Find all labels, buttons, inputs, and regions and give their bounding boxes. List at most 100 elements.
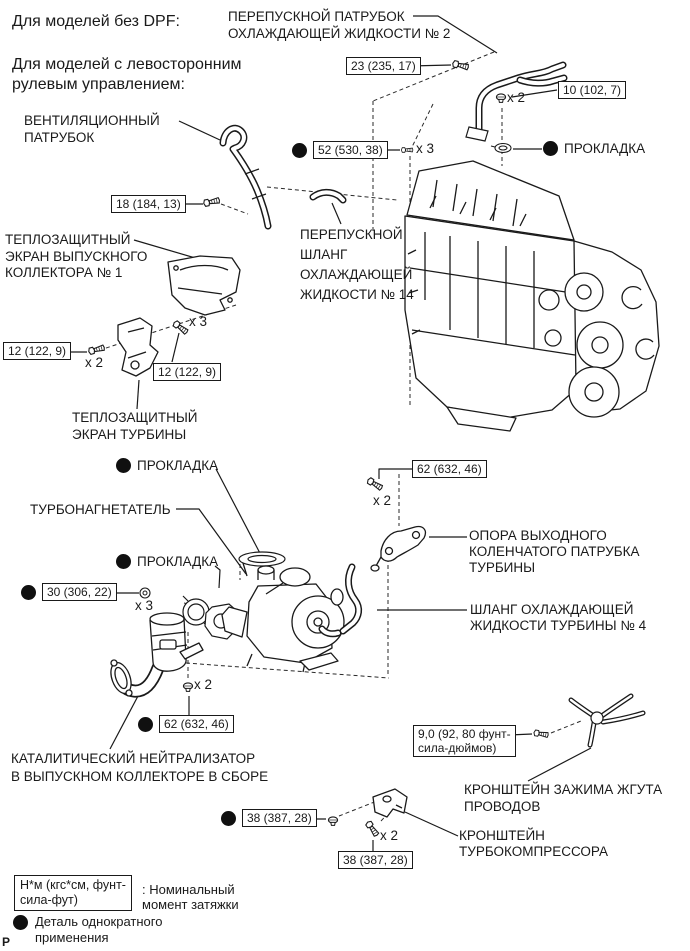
label-line: ТЕПЛОЗАЩИТНЫЙ <box>5 232 131 247</box>
torque-callout-62a: 62 (632, 46) <box>412 460 487 478</box>
label-line: ПЕРЕПУСКНОЙ <box>300 227 403 242</box>
label-line: КРОНШТЕЙН ЗАЖИМА ЖГУТА <box>464 782 663 797</box>
engine-drawing <box>404 160 660 432</box>
legend-single-use: Деталь однократного применения <box>13 914 162 945</box>
legend-line: Н*м (кгс*см, фунт- <box>20 878 126 892</box>
torque-callout-12b: 12 (122, 9) <box>153 363 222 381</box>
torque-line: сила-дюймов) <box>418 741 497 755</box>
torque-box-9: 9,0 (92, 80 фунт- сила-дюймов) <box>413 725 516 757</box>
torque-callout-30: 30 (306, 22) <box>21 583 117 601</box>
legend-line: сила-фут) <box>20 893 78 907</box>
single-use-dot-icon <box>116 554 131 569</box>
label-line: ТЕПЛОЗАЩИТНЫЙ <box>72 410 198 425</box>
torque-callout-38a: 38 (387, 28) <box>221 809 317 827</box>
harness-clamp-bracket-drawing <box>568 693 646 748</box>
torque-callout-12a: 12 (122, 9) <box>3 342 72 360</box>
label-line: ЭКРАН ВЫПУСКНОГО <box>5 248 148 264</box>
multiplier-x3: x 3 <box>189 314 208 329</box>
multiplier-x2: x 2 <box>507 90 526 105</box>
coolant-hose-4-drawing <box>318 563 363 638</box>
multiplier-x2: x 2 <box>380 828 399 843</box>
washer-icon <box>139 587 151 599</box>
bolt-icon <box>451 59 470 71</box>
page-mark: Р <box>2 935 11 949</box>
single-use-dot-icon <box>116 458 131 473</box>
bolt-icon <box>532 729 550 739</box>
nut-icon <box>182 682 194 692</box>
manifold-heat-shield-drawing <box>167 255 241 316</box>
legend-line: : Номинальный <box>142 882 235 897</box>
torque-box-23: 23 (235, 17) <box>346 57 421 75</box>
single-use-dot-icon <box>138 716 153 732</box>
label-line: ЖИДКОСТИ № 14 <box>300 287 414 302</box>
label-turbocharger-bracket: КРОНШТЕЙН ТУРБОКОМПРЕССОРА <box>459 828 608 859</box>
label-line: ЖИДКОСТИ ТУРБИНЫ № 4 <box>470 618 647 633</box>
label-line: КАТАЛИТИЧЕСКИЙ НЕЙТРАЛИЗАТОР <box>11 751 256 766</box>
legend-unit: Н*м (кгс*см, фунт- сила-фут) <box>14 875 132 911</box>
label-line: ШЛАНГ <box>300 247 348 262</box>
label-gasket: ПРОКЛАДКА <box>564 141 646 156</box>
multiplier-x3: x 3 <box>416 141 435 156</box>
multiplier-x2: x 2 <box>85 355 104 370</box>
bolt-icon <box>202 196 221 208</box>
bypass-pipe-2-drawing <box>465 61 568 142</box>
torque-line: 9,0 (92, 80 фунт- <box>418 727 511 741</box>
legend-nominal-torque: : Номинальный момент затяжки <box>142 882 239 912</box>
bolt-icon <box>400 147 414 153</box>
label-coolant-hose-4: ШЛАНГ ОХЛАЖДАЮЩЕЙ ЖИДКОСТИ ТУРБИНЫ № 4 <box>470 602 646 634</box>
gasket-callout-top: ПРОКЛАДКА <box>543 141 645 156</box>
torque-callout-62b: 62 (632, 46) <box>138 715 234 733</box>
bolt-icon <box>171 319 190 336</box>
label-outlet-elbow-support: ОПОРА ВЫХОДНОГО КОЛЕНЧАТОГО ПАТРУБКА ТУР… <box>469 528 639 576</box>
torque-box-62b: 62 (632, 46) <box>159 715 234 733</box>
torque-box-12a: 12 (122, 9) <box>3 342 72 360</box>
label-line: ПРОВОДОВ <box>464 799 541 814</box>
single-use-dot-icon <box>21 584 36 600</box>
header-no-dpf: Для моделей без DPF: <box>12 13 180 30</box>
bolt-icon <box>364 819 381 838</box>
label-line: ОХЛАЖДАЮЩЕЙ ЖИДКОСТИ № 2 <box>228 26 451 41</box>
nut-icon <box>327 816 339 826</box>
label-line: ТУРБИНЫ <box>469 560 536 575</box>
bolt-icon <box>87 343 106 356</box>
single-use-dot-icon <box>543 141 558 156</box>
label-line: В ВЫПУСКНОМ КОЛЛЕКТОРЕ В СБОРЕ <box>11 769 269 784</box>
turbine-heat-shield-drawing <box>117 317 159 377</box>
gasket-oval-drawing <box>238 551 286 567</box>
label-bypass-pipe-2: ПЕРЕПУСКНОЙ ПАТРУБОК ОХЛАЖДАЮЩЕЙ ЖИДКОСТ… <box>228 8 450 42</box>
label-bypass-hose-14: ПЕРЕПУСКНОЙ ШЛАНГ ОХЛАЖДАЮЩЕЙ ЖИДКОСТИ №… <box>300 225 414 305</box>
bolt-icon <box>365 476 384 492</box>
torque-callout-52: 52 (530, 38) <box>292 141 388 159</box>
torque-callout-10: 10 (102, 7) <box>558 81 627 99</box>
torque-callout-18: 18 (184, 13) <box>111 195 186 213</box>
label-line: ТУРБОКОМПРЕССОРА <box>459 843 609 859</box>
single-use-dot-icon <box>221 810 236 826</box>
single-use-dot-icon <box>13 915 28 930</box>
leader-lines <box>65 15 592 851</box>
multiplier-x2: x 2 <box>373 493 392 508</box>
gasket-callout-upper: ПРОКЛАДКА <box>116 458 218 473</box>
torque-box-62a: 62 (632, 46) <box>412 460 487 478</box>
label-vent-pipe: ВЕНТИЛЯЦИОННЫЙ ПАТРУБОК <box>24 112 160 146</box>
nut-icon <box>495 93 507 103</box>
legend-unit-box: Н*м (кгс*см, фунт- сила-фут) <box>14 875 132 911</box>
torque-box-18: 18 (184, 13) <box>111 195 186 213</box>
label-line: ОХЛАЖДАЮЩЕЙ <box>300 267 413 282</box>
label-line: ШЛАНГ ОХЛАЖДАЮЩЕЙ <box>470 602 634 617</box>
label-catalytic-converter: КАТАЛИТИЧЕСКИЙ НЕЙТРАЛИЗАТОР В ВЫПУСКНОМ… <box>11 750 268 786</box>
label-gasket: ПРОКЛАДКА <box>137 458 219 473</box>
label-line: ПЕРЕПУСКНОЙ ПАТРУБОК <box>228 9 405 24</box>
torque-callout-23: 23 (235, 17) <box>346 57 421 75</box>
small-gasket-drawing <box>490 142 512 154</box>
legend-single-use-text: Деталь однократного применения <box>35 914 162 945</box>
vent-pipe-drawing <box>219 124 272 230</box>
support-bracket-drawing <box>370 525 427 572</box>
label-line: ЭКРАН ТУРБИНЫ <box>72 427 187 442</box>
bypass-hose-14-drawing <box>309 188 347 204</box>
legend-line: применения <box>35 929 109 945</box>
torque-box-30: 30 (306, 22) <box>42 583 117 601</box>
torque-box-12b: 12 (122, 9) <box>153 363 222 381</box>
label-line: ВЕНТИЛЯЦИОННЫЙ <box>24 113 160 128</box>
label-line: ПАТРУБОК <box>24 130 95 145</box>
